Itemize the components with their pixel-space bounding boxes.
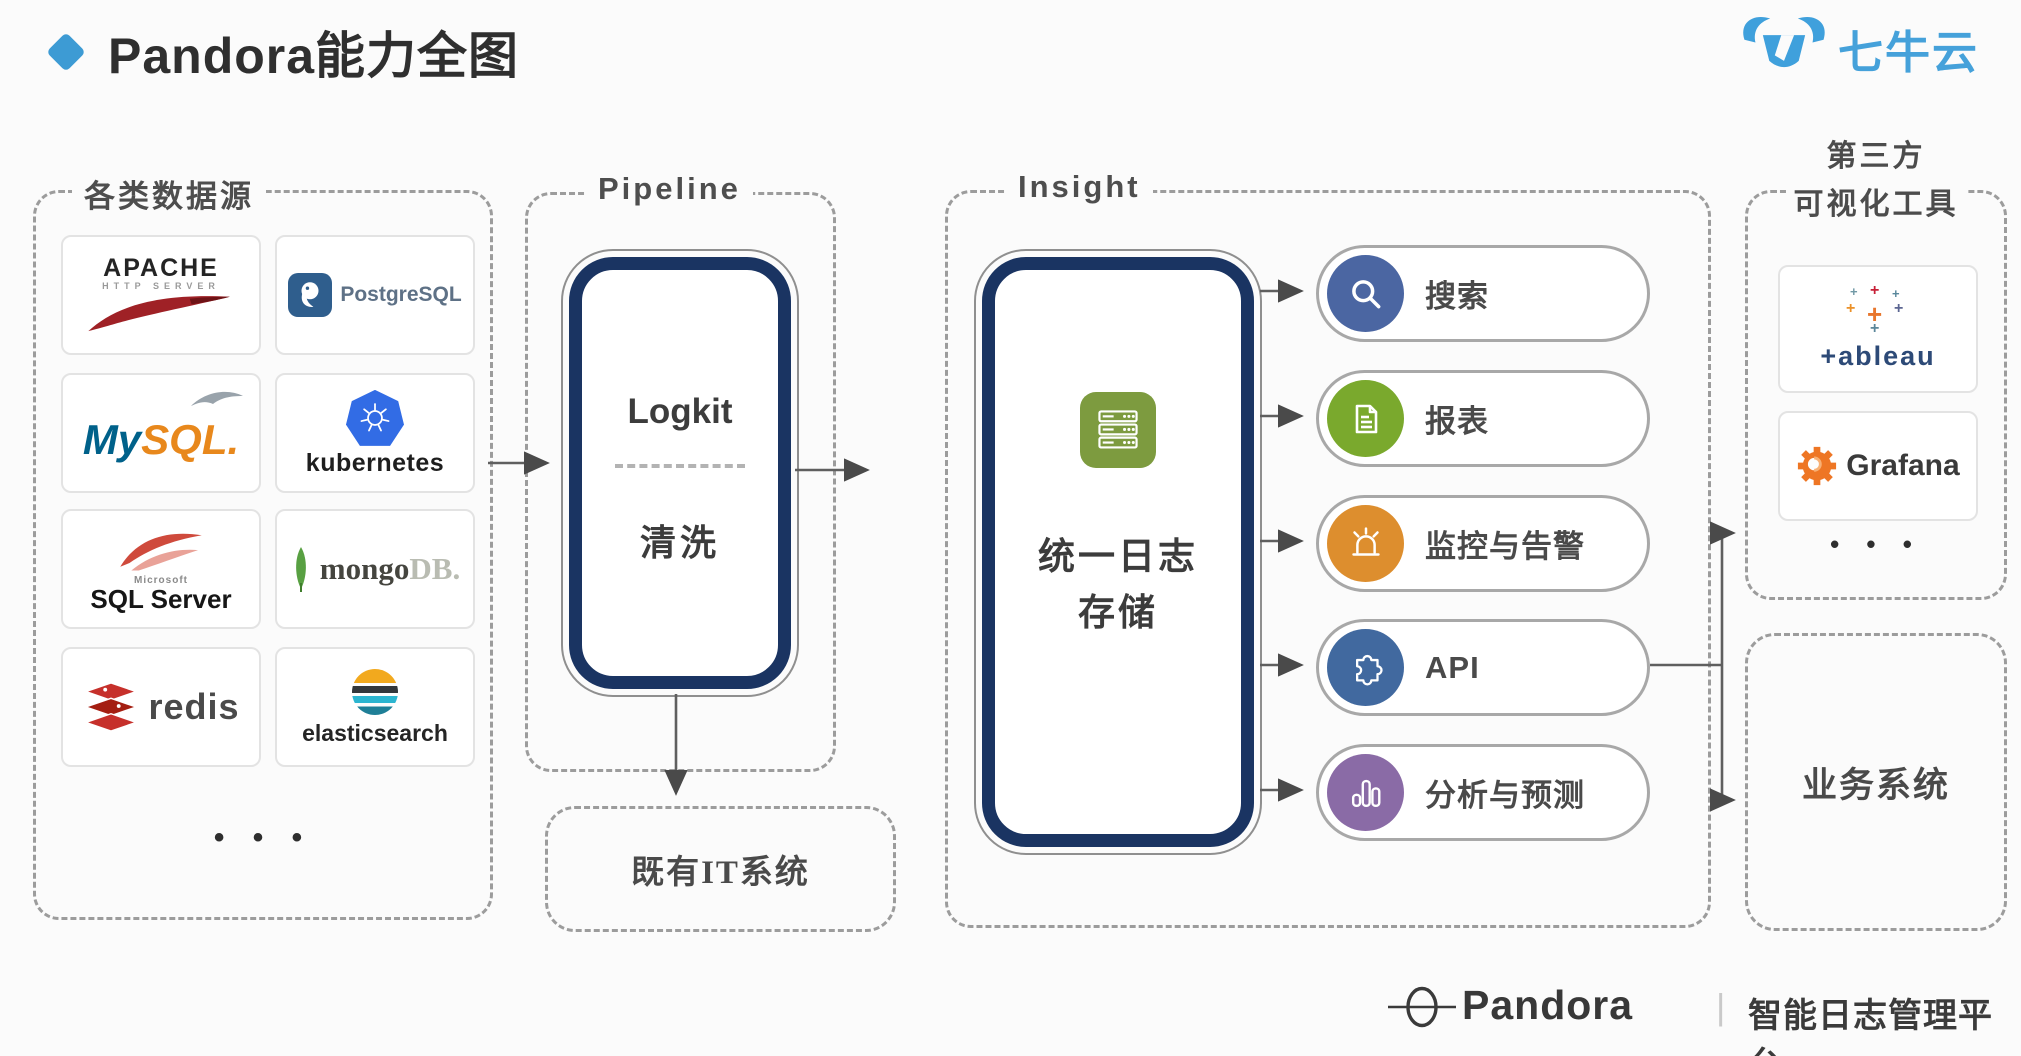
pipeline-group: Pipeline Logkit 清洗 — [525, 171, 836, 772]
footer-separator: | — [1716, 986, 1726, 1027]
existing-it-label: 既有IT系统 — [631, 855, 810, 891]
datasources-group: 各类数据源 APACHE HTTP SERVER — [33, 171, 493, 920]
storage-title-line2: 存储 — [1078, 592, 1158, 633]
footer-tagline: 智能日志管理平台 — [1748, 998, 1993, 1056]
storage-title-line1: 统一日志 — [1038, 536, 1198, 577]
capability-pill-api: API — [1316, 619, 1650, 716]
title-bullet-icon — [46, 32, 86, 72]
apache-feather-icon — [83, 291, 239, 335]
thirdparty-label-line1: 第三方 — [1826, 140, 1926, 173]
existing-it-box: 既有IT系统 — [545, 806, 896, 932]
datasources-label: 各类数据源 — [72, 171, 266, 216]
apache-subtitle: HTTP SERVER — [102, 280, 220, 291]
logkit-node: Logkit 清洗 — [561, 249, 799, 697]
business-group: 业务系统 — [1745, 633, 2007, 931]
capability-label: 搜索 — [1425, 279, 1489, 314]
sqlserver-wordmark: SQL Server — [90, 584, 232, 615]
tableau-sparkle-icon: + + + + + + + — [1846, 281, 1904, 337]
capability-label: 监控与告警 — [1425, 529, 1585, 564]
arrow-api-to-business — [1709, 665, 1736, 812]
capability-pill-monitor: 监控与告警 — [1316, 495, 1650, 592]
elasticsearch-logo-icon — [352, 668, 398, 715]
mysql-wordmark-sql: SQL. — [141, 416, 240, 463]
mysql-dolphin-icon — [189, 388, 245, 408]
capability-pill-search: 搜索 — [1316, 245, 1650, 342]
page-title: Pandora能力全图 — [108, 28, 520, 84]
kubernetes-wordmark: kubernetes — [305, 448, 445, 477]
search-icon — [1327, 255, 1404, 332]
tableau-card: + + + + + + + +ableau — [1778, 265, 1978, 393]
redis-stack-icon — [82, 680, 140, 734]
thirdparty-label-line2: 可视化工具 — [1785, 179, 1967, 223]
capability-label: 分析与预测 — [1425, 778, 1585, 813]
capability-label: API — [1425, 649, 1480, 685]
cleaning-label: 清洗 — [639, 522, 720, 563]
postgresql-elephant-icon — [288, 273, 333, 317]
mongodb-wordmark-mongo: mongo — [319, 551, 410, 586]
elasticsearch-wordmark: elasticsearch — [302, 719, 448, 746]
tableau-wordmark: +ableau — [1820, 340, 1936, 371]
arrow-api-to-thirdparty — [1709, 521, 1736, 665]
insight-label: Insight — [1006, 169, 1153, 205]
bar-chart-icon — [1327, 754, 1404, 831]
business-label: 业务系统 — [1801, 765, 1950, 805]
sqlserver-swoosh-icon — [113, 526, 209, 576]
capability-pill-analysis: 分析与预测 — [1316, 744, 1650, 841]
datasource-card-elasticsearch: elasticsearch — [275, 647, 475, 767]
capability-pill-report: 报表 — [1316, 370, 1650, 467]
datasource-card-redis: redis — [61, 647, 261, 767]
grafana-logo-icon — [1796, 445, 1838, 487]
pandora-logo-icon — [1388, 986, 1456, 1028]
thirdparty-more-dots: • • • — [1830, 529, 1922, 559]
kubernetes-helm-icon — [345, 389, 404, 446]
mongodb-wordmark-db: DB. — [409, 551, 461, 586]
pandora-wordmark: Pandora — [1462, 982, 1634, 1028]
microsoft-label: Microsoft — [133, 574, 188, 586]
grafana-card: Grafana — [1778, 411, 1978, 521]
mongodb-leaf-icon — [290, 545, 312, 593]
postgresql-wordmark: PostgreSQL — [340, 283, 462, 306]
logkit-title: Logkit — [627, 392, 733, 431]
insight-group: Insight — [945, 169, 1711, 928]
qiniu-brand-name: 七牛云 — [1838, 26, 1980, 78]
datasources-more-dots: • • • — [213, 821, 313, 854]
alarm-icon — [1327, 505, 1404, 582]
mysql-wordmark-my: My — [82, 416, 142, 463]
datasource-card-postgresql: PostgreSQL — [275, 235, 475, 355]
datasource-card-mysql: MySQL. — [61, 373, 261, 493]
pipeline-label: Pipeline — [586, 171, 753, 207]
report-document-icon — [1327, 380, 1404, 457]
grafana-wordmark: Grafana — [1846, 449, 1960, 482]
datasource-card-kubernetes: kubernetes — [275, 373, 475, 493]
capability-label: 报表 — [1425, 404, 1489, 439]
datasource-card-apache: APACHE HTTP SERVER — [61, 235, 261, 355]
datasource-card-mongodb: mongoDB. — [275, 509, 475, 629]
qiniu-bull-icon — [1738, 12, 1830, 84]
thirdparty-group: 第三方 可视化工具 + + + + + + + +ableau — [1745, 140, 2007, 600]
server-icon — [1080, 392, 1156, 468]
datasource-card-sqlserver: Microsoft SQL Server — [61, 509, 261, 629]
qiniu-logo: 七牛云 — [1738, 12, 1979, 84]
redis-wordmark: redis — [148, 686, 240, 727]
logkit-divider — [615, 464, 745, 468]
puzzle-icon — [1327, 629, 1404, 706]
storage-node: 统一日志 存储 — [974, 249, 1262, 855]
apache-wordmark: APACHE — [103, 253, 219, 282]
